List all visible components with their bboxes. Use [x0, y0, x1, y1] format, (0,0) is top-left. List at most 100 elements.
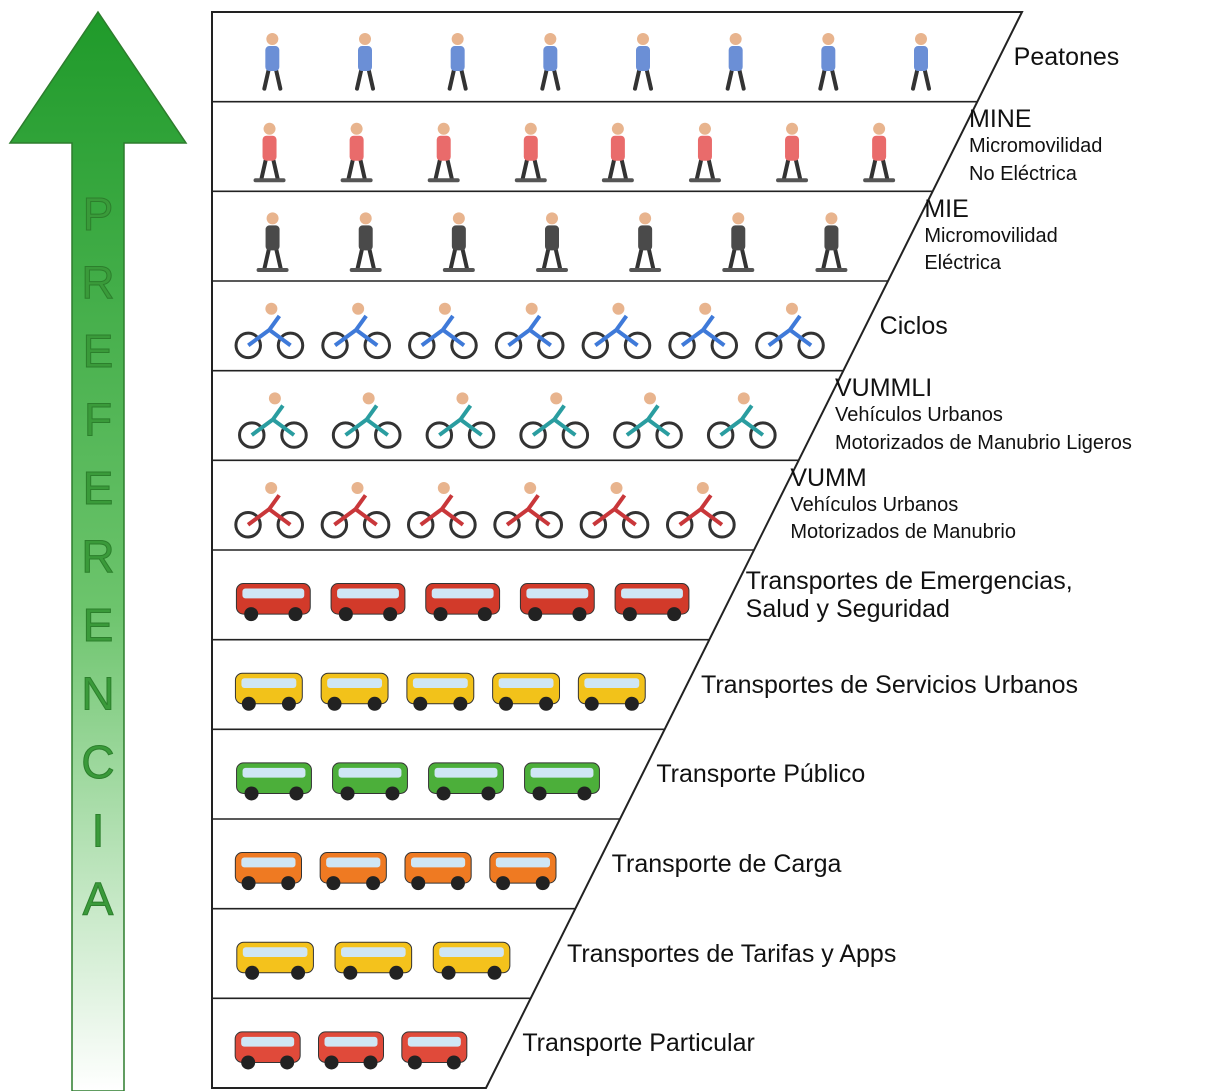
- bicycle-icon: [321, 302, 391, 360]
- ambulance-icon: [614, 583, 690, 622]
- tier-subtitle: Micromovilidad: [969, 135, 1103, 157]
- skateboard-icon: [253, 122, 286, 183]
- car-icon: [401, 1031, 468, 1070]
- pedestrians-icon: [262, 33, 283, 91]
- arrow-letter: N: [81, 668, 114, 720]
- truck-icon: [319, 852, 387, 891]
- motorcycle-icon: [320, 482, 391, 539]
- tier-subtitle: Vehículos Urbanos: [835, 404, 1003, 426]
- tier-row: [262, 33, 931, 91]
- tier-title: MIE: [924, 194, 969, 223]
- skateboard-icon: [863, 122, 896, 183]
- tier-title: Ciclos: [879, 311, 948, 340]
- ambulance-icon: [235, 583, 311, 622]
- tier-row: [212, 280, 888, 360]
- motorcycle-icon: [579, 482, 650, 539]
- arrow-letter: E: [83, 462, 114, 514]
- tier-title: MINE: [969, 105, 1032, 133]
- bicycle-icon: [581, 302, 652, 360]
- tier-label: Transportes de Servicios Urbanos: [701, 671, 1078, 699]
- school-bus-icon: [577, 672, 646, 711]
- school-bus-icon: [406, 672, 475, 711]
- tier-label: Transporte de Carga: [612, 850, 842, 878]
- bicycle-icon: [494, 302, 565, 360]
- ebike-icon: [331, 392, 402, 449]
- skateboard-icon: [776, 122, 809, 183]
- bus-icon: [332, 762, 408, 801]
- tier-row: [212, 818, 620, 891]
- tier-title: VUMMLI: [835, 374, 933, 402]
- tier-row: [212, 459, 799, 539]
- bicycle-icon: [408, 302, 478, 360]
- tier-row: [212, 907, 576, 980]
- tier-row: [212, 190, 933, 272]
- ebike-icon: [519, 392, 590, 449]
- arrow-letter: P: [83, 188, 114, 240]
- skateboard-icon: [514, 122, 547, 183]
- scooter-icon: [256, 212, 289, 272]
- pedestrians-icon: [355, 33, 375, 91]
- bus-icon: [524, 762, 600, 801]
- pedestrians-icon: [818, 33, 839, 91]
- truck-icon: [404, 852, 472, 891]
- taxi-icon: [432, 941, 511, 980]
- skateboard-icon: [688, 122, 721, 183]
- arrow-letter: E: [83, 599, 114, 651]
- tier-subtitle: Motorizados de Manubrio: [790, 521, 1017, 544]
- tier-row: [212, 997, 531, 1070]
- scooter-icon: [815, 212, 848, 272]
- pedestrians-icon: [911, 33, 931, 91]
- school-bus-icon: [320, 672, 389, 711]
- bicycle-icon: [234, 302, 305, 360]
- skateboard-icon: [601, 122, 634, 183]
- truck-icon: [489, 852, 557, 891]
- tier-row: [212, 638, 710, 711]
- pedestrians-icon: [633, 33, 653, 91]
- skateboard-icon: [427, 122, 460, 183]
- bicycle-icon: [755, 302, 825, 360]
- tier-label: Transporte Particular: [522, 1029, 755, 1057]
- tier-row: [212, 100, 978, 183]
- motorcycle-icon: [665, 482, 736, 539]
- scooter-icon: [536, 212, 568, 272]
- tier-title-line: Salud y Seguridad: [745, 594, 950, 623]
- tier-subtitle: Vehículos Urbanos: [790, 493, 959, 516]
- skateboard-icon: [340, 122, 373, 183]
- tier-label: Transporte Público: [656, 760, 865, 788]
- motorcycle-icon: [493, 482, 564, 539]
- ebike-icon: [238, 392, 308, 449]
- arrow-letter: R: [81, 531, 114, 583]
- school-bus-icon: [234, 672, 303, 711]
- tier-subtitle: Eléctrica: [924, 252, 1002, 275]
- tier-title: Transportes de Emergencias,: [745, 566, 1073, 595]
- arrow-letter: R: [81, 257, 114, 309]
- motorcycle-icon: [234, 482, 305, 539]
- pyramid-rows: [211, 11, 1024, 1089]
- ambulance-icon: [519, 583, 595, 622]
- scooter-icon: [349, 212, 382, 272]
- tier-title: Transporte de Carga: [611, 849, 842, 878]
- tier-subtitle: Motorizados de Manubrio Ligeros: [835, 431, 1132, 454]
- arrow-letter: I: [92, 805, 105, 857]
- tier-label: Transportes de Emergencias,Salud y Segur…: [746, 567, 1073, 623]
- tier-subtitle: Micromovilidad: [924, 224, 1058, 247]
- ambulance-icon: [330, 583, 406, 622]
- tier-title: Transportes de Tarifas y Apps: [567, 939, 897, 968]
- truck-icon: [234, 852, 303, 891]
- arrow-letter: C: [81, 736, 114, 788]
- bus-icon: [428, 762, 504, 801]
- car-icon: [318, 1031, 384, 1070]
- scooter-icon: [442, 212, 475, 272]
- ebike-icon: [613, 392, 683, 449]
- tier-subtitle: No Eléctrica: [969, 162, 1077, 185]
- ambulance-icon: [425, 583, 501, 622]
- tier-label: Ciclos: [880, 312, 948, 340]
- motorcycle-icon: [406, 482, 477, 539]
- bus-icon: [236, 762, 312, 801]
- tier-row: [212, 728, 665, 801]
